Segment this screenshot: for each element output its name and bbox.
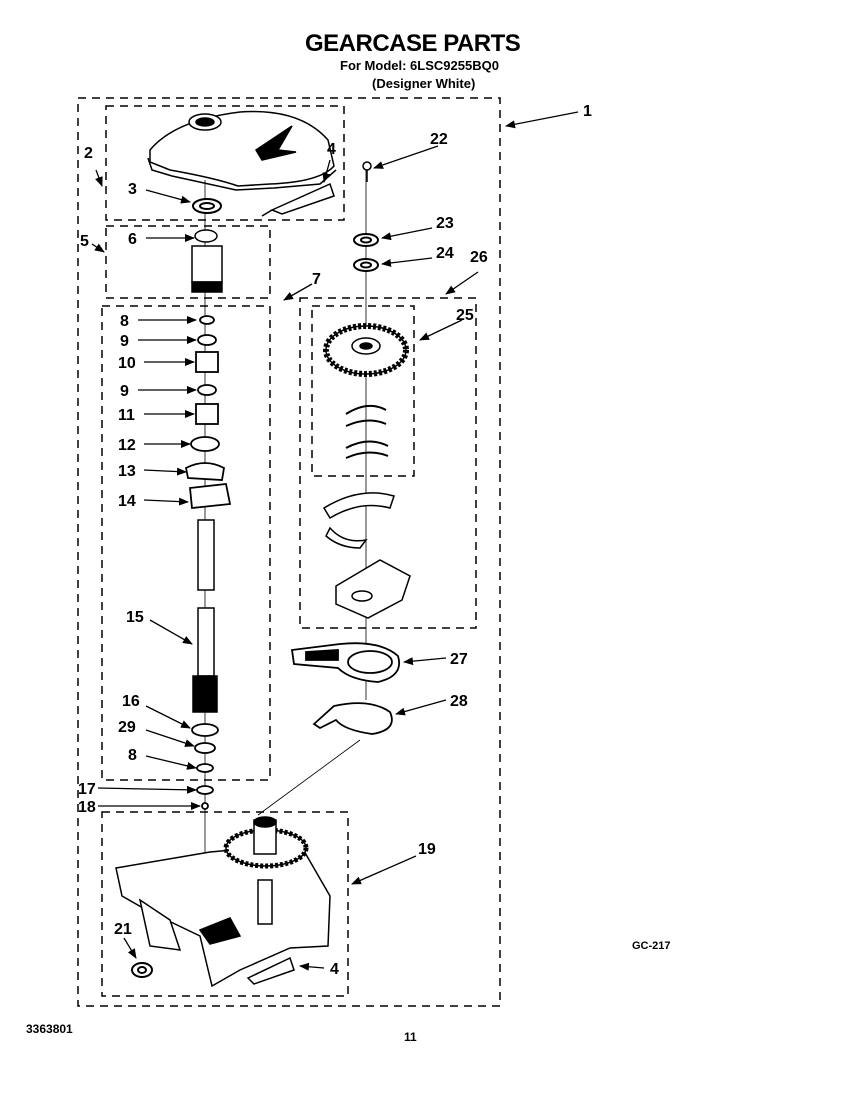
callout-4-upper: 4: [327, 141, 336, 158]
link-line: [257, 739, 361, 816]
brake-bracket-part: [312, 702, 393, 735]
gearcase-cover-part: [147, 110, 337, 191]
callout-10: 10: [118, 355, 136, 372]
callout-4-lower: 4: [330, 961, 339, 978]
callout-18: 18: [78, 799, 96, 816]
clutch-assembly-part: [322, 492, 411, 619]
callout-7: 7: [312, 271, 321, 288]
page-title: GEARCASE PARTS: [305, 30, 521, 57]
callout-14: 14: [118, 493, 136, 510]
diagram-code: GC-217: [632, 940, 671, 952]
callout-9-upper: 9: [120, 333, 129, 350]
callout-23: 23: [436, 215, 454, 232]
callout-29: 29: [118, 719, 136, 736]
page-mark: 11: [404, 1030, 417, 1044]
document-number: 3363801: [26, 1022, 73, 1036]
gear-housing-part: [115, 816, 331, 988]
callout-3: 3: [128, 181, 137, 198]
pinion-part: [191, 229, 223, 293]
callout-22: 22: [430, 131, 448, 148]
grease-tube-lower-part: [246, 956, 295, 985]
model-label: For Model: 6LSC9255BQ0: [340, 58, 499, 73]
brake-plate-part: [290, 642, 400, 683]
callout-21: 21: [114, 921, 132, 938]
callout-17: 17: [78, 781, 96, 798]
callout-24: 24: [436, 245, 454, 262]
box-pinion-5: [105, 225, 271, 299]
lower-washers-parts: [191, 723, 219, 810]
callout-27: 27: [450, 651, 468, 668]
leader-lines: [91, 111, 579, 971]
box-assembly-1: [77, 97, 501, 1007]
callout-labels: 1 2 3 4 22 5 6 7 23 24 26 25 8 9 10 9 11…: [78, 103, 592, 978]
box-housing-19: [101, 811, 349, 997]
callout-11: 11: [118, 407, 135, 424]
grease-tube-upper-part: [261, 182, 335, 217]
bearing-part: [192, 198, 222, 214]
callout-13: 13: [118, 463, 136, 480]
washers-part: [353, 233, 379, 272]
seal-part: [131, 962, 153, 978]
callout-15: 15: [126, 609, 144, 626]
shaft-stack-parts: [184, 315, 232, 509]
callout-1: 1: [583, 103, 592, 120]
callout-16: 16: [122, 693, 140, 710]
finish-label: (Designer White): [372, 76, 476, 91]
box-gear-26: [299, 297, 477, 629]
callout-26: 26: [470, 249, 488, 266]
callout-12: 12: [118, 437, 136, 454]
callout-6: 6: [128, 231, 137, 248]
callout-19: 19: [418, 841, 436, 858]
drive-gear-part: [323, 323, 409, 377]
callout-28: 28: [450, 693, 468, 710]
screw-part: [362, 161, 372, 182]
callout-8-lower: 8: [128, 747, 137, 764]
callout-25: 25: [456, 307, 474, 324]
group-boxes: [77, 97, 501, 1007]
box-shaft-7: [101, 305, 271, 781]
callout-8-upper: 8: [120, 313, 129, 330]
callout-9-lower: 9: [120, 383, 129, 400]
box-gear-25: [311, 305, 415, 477]
box-cover-2: [105, 105, 345, 221]
callout-2: 2: [84, 145, 93, 162]
gear-clips-part: [345, 404, 389, 459]
callout-5: 5: [80, 233, 89, 250]
drive-shaft-part: [192, 519, 218, 713]
